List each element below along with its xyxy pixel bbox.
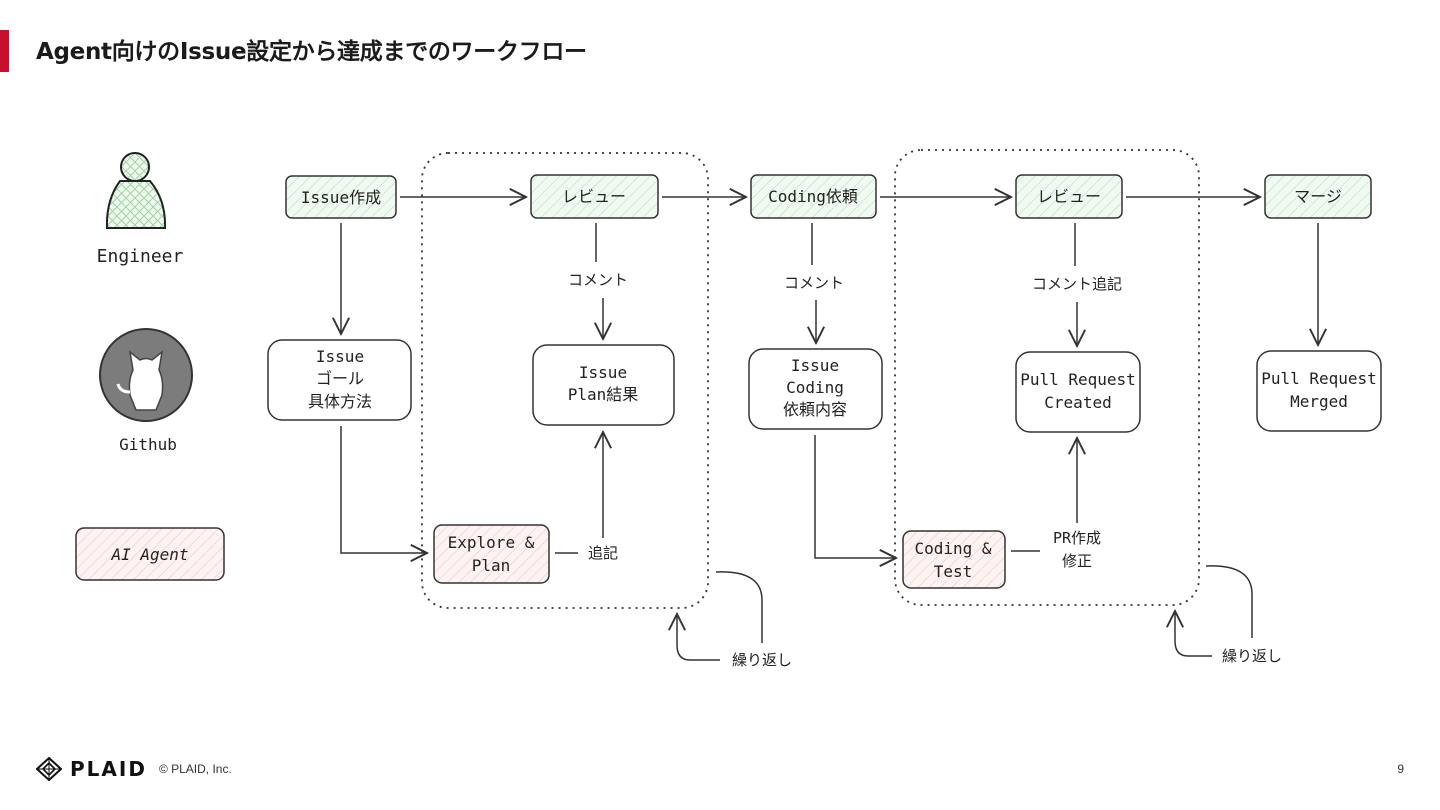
- node-pr-created-line2: Created: [1044, 393, 1111, 412]
- page-number: 9: [1397, 762, 1404, 776]
- node-issue-coding-line1: Issue: [791, 356, 839, 375]
- copyright-text: © PLAID, Inc.: [158, 762, 232, 776]
- node-pr-created-line1: Pull Request: [1020, 370, 1136, 389]
- arrow-issue-goal-to-explore: [340, 426, 427, 553]
- node-pr-created: [1015, 351, 1141, 433]
- edge-label-comment-2: コメント: [784, 274, 844, 292]
- node-issue-plan-line1: Issue: [579, 363, 627, 382]
- node-review-1: [530, 174, 659, 219]
- edge-label-pr-fix-1: PR作成: [1053, 529, 1101, 547]
- line-repeat2: [1205, 565, 1253, 638]
- node-pr-merged: [1256, 350, 1382, 432]
- arrow-repeat1: [677, 614, 720, 661]
- node-pr-merged-line2: Merged: [1290, 392, 1348, 411]
- node-review-2-label: レビュー: [1037, 187, 1101, 206]
- title-accent-bar: [0, 30, 9, 72]
- edge-label-comment-add: コメント追記: [1032, 275, 1122, 293]
- edge-label-comment-1: コメント: [568, 271, 628, 289]
- node-issue-goal-line1: Issue: [316, 347, 364, 366]
- node-explore-plan: [433, 524, 550, 584]
- node-issue-goal-line3: 具体方法: [308, 392, 372, 411]
- node-review-2: [1015, 174, 1123, 219]
- node-issue-goal: [267, 339, 412, 421]
- arrow-repeat2: [1175, 611, 1212, 657]
- line-repeat1: [715, 571, 763, 643]
- node-issue-coding: [748, 348, 883, 430]
- node-merge: [1264, 174, 1372, 219]
- node-coding-test-line1: Coding &: [914, 539, 991, 558]
- node-issue-plan-line2: Plan結果: [568, 385, 639, 404]
- plaid-logo-icon: [36, 757, 62, 781]
- coding-loop-group: [894, 149, 1200, 606]
- arrow-issue-coding-to-coding-test: [814, 435, 896, 558]
- node-coding-request-label: Coding依頼: [768, 187, 858, 206]
- edge-label-pr-fix-2: 修正: [1062, 552, 1092, 570]
- node-review-1-label: レビュー: [562, 187, 626, 206]
- page-title: Agent向けのIssue設定から達成までのワークフロー: [36, 39, 587, 65]
- ai-agent-legend-box: [75, 527, 225, 581]
- node-pr-merged-line1: Pull Request: [1261, 369, 1377, 388]
- node-coding-request: [750, 174, 877, 219]
- node-issue-coding-line3: 依頼内容: [783, 400, 847, 419]
- engineer-icon: [105, 152, 167, 229]
- edge-label-append: 追記: [588, 544, 618, 562]
- node-issue-coding-line2: Coding: [786, 378, 844, 397]
- plan-loop-group: [421, 152, 709, 609]
- node-merge-label: マージ: [1294, 187, 1342, 206]
- github-label: Github: [119, 435, 177, 454]
- node-coding-test: [902, 530, 1006, 589]
- brand-name: PLAID: [70, 757, 147, 781]
- node-issue-create-label: Issue作成: [301, 188, 381, 207]
- node-issue-goal-line2: ゴール: [316, 369, 364, 388]
- github-icon: [99, 328, 193, 422]
- engineer-label: Engineer: [97, 246, 184, 267]
- node-explore-plan-line2: Plan: [472, 556, 511, 575]
- edge-label-repeat-2: 繰り返し: [1222, 647, 1282, 665]
- node-explore-plan-line1: Explore &: [448, 533, 535, 552]
- node-coding-test-line2: Test: [934, 562, 973, 581]
- node-issue-create: [285, 175, 397, 219]
- footer-logo: PLAID © PLAID, Inc.: [36, 757, 232, 781]
- ai-agent-label: AI Agent: [110, 545, 188, 564]
- edge-label-repeat-1: 繰り返し: [732, 651, 792, 669]
- node-issue-plan: [532, 344, 675, 426]
